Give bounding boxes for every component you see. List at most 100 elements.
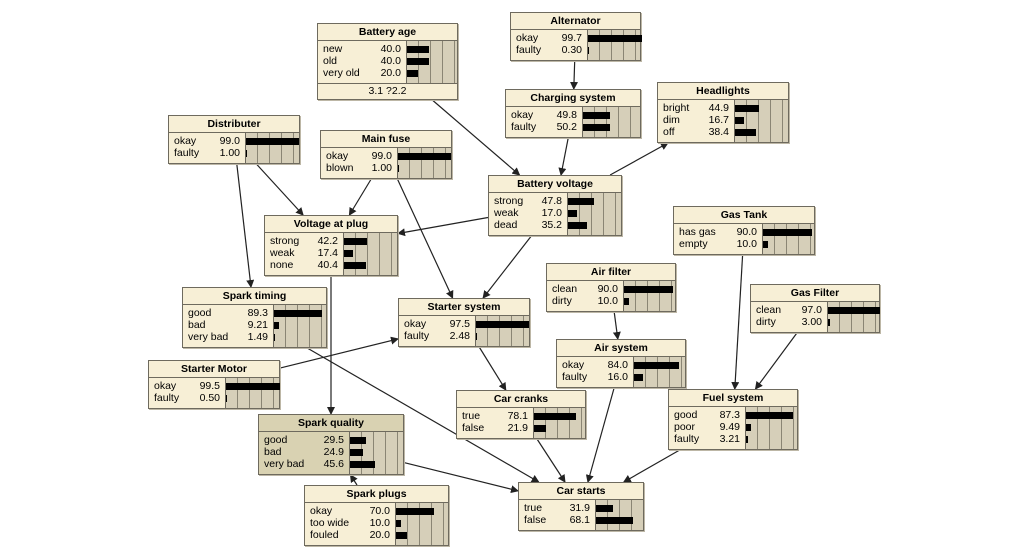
state-row[interactable]: okay 70.0	[305, 505, 448, 517]
state-label: dirty	[552, 295, 572, 307]
probability-bar	[534, 413, 576, 420]
probability-bar	[396, 508, 434, 515]
state-probability: 29.5	[323, 434, 344, 446]
state-label: okay	[310, 505, 333, 517]
edge-gas-tank-to-fuel-system	[731, 254, 744, 390]
probability-bar	[568, 198, 594, 205]
edge-fuel-system-to-car-starts	[622, 449, 680, 483]
node-title: Starter Motor	[149, 361, 279, 378]
probability-bar	[407, 70, 418, 77]
node-title: Voltage at plug	[265, 216, 397, 233]
state-probability: 70.0	[369, 505, 390, 517]
state-probability: 35.2	[541, 219, 562, 231]
probability-bar	[476, 321, 529, 328]
state-label: okay	[516, 32, 539, 44]
probability-bar	[596, 505, 613, 512]
edge-air-filter-to-air-system	[612, 311, 621, 340]
state-label: okay	[562, 359, 585, 371]
state-probability: 99.0	[219, 135, 240, 147]
node-title: Air filter	[547, 264, 675, 281]
state-label: faulty	[404, 330, 430, 342]
state-probability: 16.0	[607, 371, 628, 383]
node-title: Spark plugs	[305, 486, 448, 503]
state-probability: 1.00	[371, 162, 392, 174]
probability-bar	[396, 532, 407, 539]
state-label: very old	[323, 67, 360, 79]
state-label: faulty	[511, 121, 537, 133]
edge-car-cranks-to-car-starts	[536, 438, 566, 483]
node-title: Headlights	[658, 83, 788, 100]
probability-bar	[624, 298, 629, 305]
edge-alternator-to-charging-system	[570, 60, 579, 90]
